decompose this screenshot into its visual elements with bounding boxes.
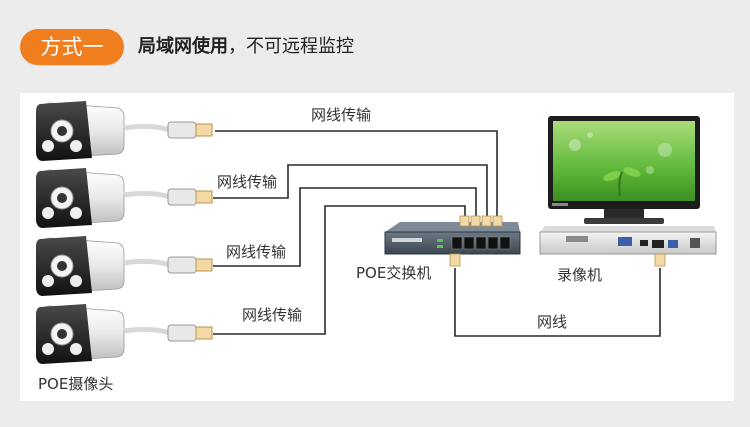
cable-camera-4 xyxy=(213,205,466,335)
subtitle-rest: ，不可远程监控 xyxy=(228,36,354,57)
cable-label-2: 网线传输 xyxy=(217,173,278,191)
camera-2 xyxy=(36,168,213,228)
header: 方式一 局域网使用，不可远程监控 xyxy=(0,0,750,92)
page-subtitle: 局域网使用，不可远程监控 xyxy=(138,35,354,59)
nvr-cable-label: 网线 xyxy=(537,313,568,331)
method-badge: 方式一 xyxy=(20,29,124,65)
cable-label-1: 网线传输 xyxy=(311,106,372,124)
cable-label-3: 网线传输 xyxy=(226,243,287,261)
switch-label: POE交换机 xyxy=(356,264,432,282)
camera-3 xyxy=(36,236,213,296)
camera-1 xyxy=(36,101,213,161)
cable-switch-nvr xyxy=(454,268,661,337)
cables xyxy=(213,130,661,337)
cable-label-4: 网线传输 xyxy=(242,306,303,324)
cameras-label: POE摄像头 xyxy=(38,375,114,393)
cable-camera-1 xyxy=(215,130,498,220)
cable-camera-2 xyxy=(213,164,488,220)
cable-camera-3 xyxy=(213,187,477,267)
poe-switch xyxy=(384,215,521,267)
nvr-label: 录像机 xyxy=(557,266,603,284)
camera-4 xyxy=(36,304,213,364)
monitor xyxy=(548,116,700,224)
subtitle-bold: 局域网使用 xyxy=(138,36,228,57)
nvr xyxy=(539,226,717,267)
